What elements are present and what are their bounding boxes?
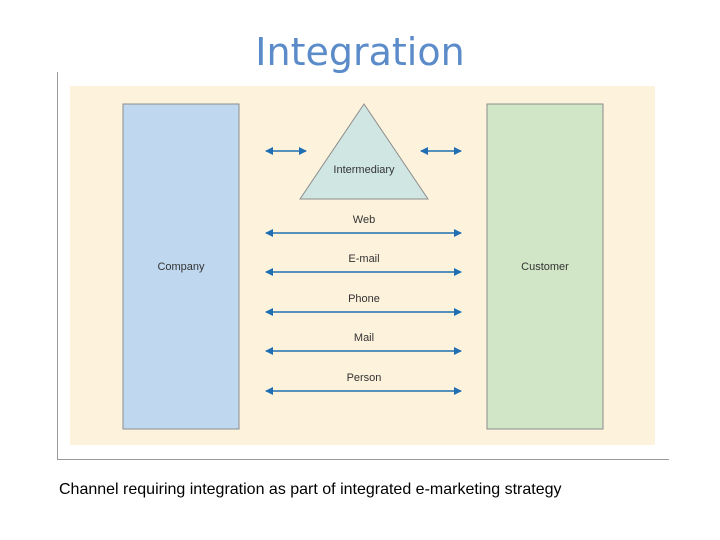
- intermediary-label: Intermediary: [333, 164, 395, 176]
- intermediary-triangle: [299, 103, 429, 200]
- customer-box: [486, 103, 604, 430]
- frame-bottom-border: [57, 459, 669, 460]
- customer-label: Customer: [521, 261, 569, 273]
- channel-label-email: E-mail: [348, 253, 379, 265]
- channel-label-web: Web: [353, 214, 375, 226]
- channel-label-phone: Phone: [348, 293, 380, 305]
- channel-label-mail: Mail: [354, 332, 374, 344]
- channel-label-person: Person: [347, 372, 382, 384]
- figure-caption: Channel requiring integration as part of…: [59, 481, 562, 498]
- slide-title: Integration: [255, 30, 465, 74]
- frame-left-border: [57, 72, 58, 460]
- company-box: [122, 103, 240, 430]
- company-label: Company: [157, 261, 205, 273]
